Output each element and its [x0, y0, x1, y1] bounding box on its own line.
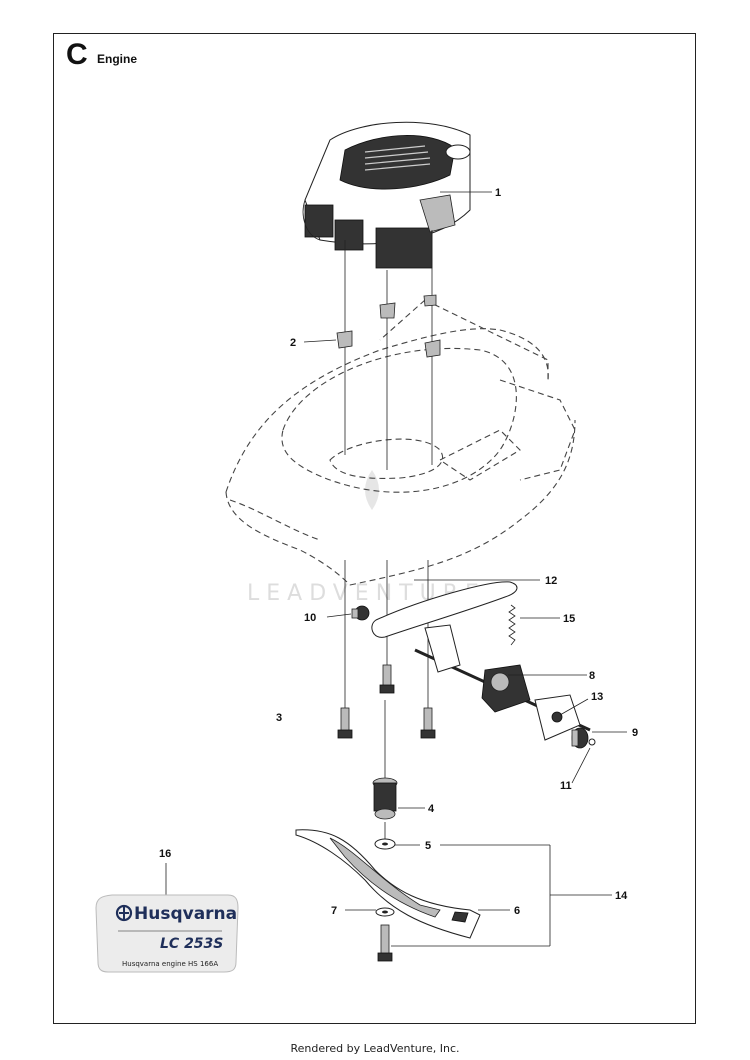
mower-deck — [225, 299, 576, 586]
spring — [508, 604, 516, 646]
callout-10: 10 — [304, 612, 316, 624]
wheel-hub — [571, 727, 596, 749]
callout-3: 3 — [276, 712, 282, 724]
blade — [295, 829, 481, 939]
gearbox-assembly — [414, 624, 591, 741]
section-title: Engine — [97, 52, 138, 66]
oil-fill-cap-icon — [445, 144, 471, 160]
callouts: 1 2 3 4 5 6 7 8 9 10 11 12 13 14 15 16 — [159, 187, 638, 917]
engine — [302, 121, 471, 269]
callout-8: 8 — [589, 670, 595, 682]
washer-5 — [374, 838, 396, 850]
callout-16: 16 — [159, 848, 171, 860]
leader-lines — [165, 191, 627, 947]
model-decal: Husqvarna LC 253S Husqvarna engine HS 16… — [95, 894, 239, 973]
decal-model: LC 253S — [160, 936, 223, 952]
callout-12: 12 — [545, 575, 557, 587]
washer-7 — [375, 907, 395, 917]
callout-15: 15 — [563, 613, 575, 625]
pulley — [351, 605, 370, 621]
diagram-frame — [53, 33, 696, 1024]
engine-vent-slots — [364, 145, 431, 171]
blade-bolt — [377, 924, 393, 962]
engine-air-filter — [304, 204, 334, 238]
callout-6: 6 — [514, 905, 520, 917]
drive-belt — [371, 581, 518, 638]
section-letter: C — [66, 38, 88, 71]
watermark-flame-icon — [365, 470, 379, 510]
callout-1: 1 — [495, 187, 501, 199]
callout-13: 13 — [591, 691, 603, 703]
assembly-lines — [344, 230, 433, 840]
husqvarna-crown-logo-icon — [115, 904, 133, 922]
callout-2: 2 — [290, 337, 296, 349]
blade-adapter — [372, 777, 398, 820]
callout-4: 4 — [428, 803, 435, 815]
watermark: LEADVENTURE — [247, 470, 479, 606]
engine-starter-housing — [334, 219, 364, 251]
engine-fuel-tank — [375, 227, 433, 269]
decal-brand: Husqvarna — [134, 904, 237, 924]
callout-5: 5 — [425, 840, 431, 852]
footer-credit: Rendered by LeadVenture, Inc. — [290, 1042, 460, 1055]
engine-bolts — [337, 664, 436, 739]
callout-11: 11 — [560, 780, 572, 792]
callout-14: 14 — [615, 890, 628, 902]
spacers — [336, 294, 441, 358]
callout-7: 7 — [331, 905, 337, 917]
decal-note: Husqvarna engine HS 166A — [122, 960, 218, 968]
callout-9: 9 — [632, 727, 638, 739]
